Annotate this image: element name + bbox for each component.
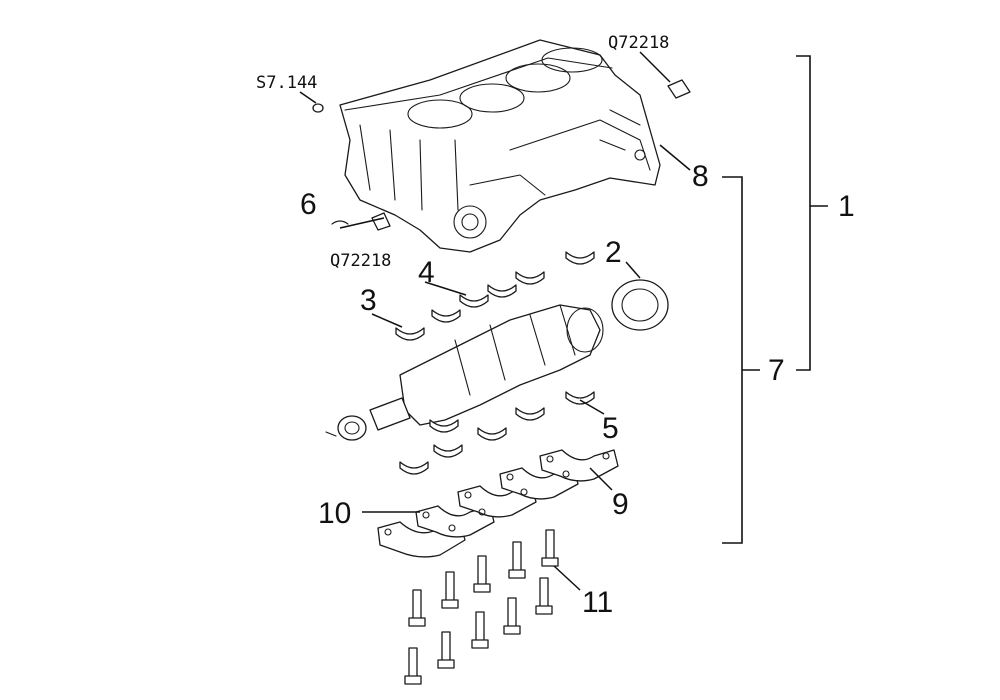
- bolt: [535, 577, 553, 615]
- callout-2: 2: [605, 236, 622, 269]
- main-bearing-caps: [377, 449, 619, 558]
- callout-6: 6: [300, 188, 317, 221]
- upper-bearing-shells: [395, 251, 595, 341]
- callout-3: 3: [360, 284, 377, 317]
- bracket-assembly-7: [722, 176, 760, 544]
- callout-4: 4: [418, 256, 435, 289]
- cylinder-block: [339, 39, 661, 253]
- crankshaft-sprocket: [337, 415, 367, 441]
- lower-bearing-shells: [399, 391, 595, 475]
- ref-q72218-left: Q72218: [330, 251, 391, 271]
- bolt: [437, 631, 455, 669]
- bolt: [473, 555, 491, 593]
- rear-oil-seal: [611, 279, 669, 331]
- bolt: [404, 647, 422, 685]
- callout-1: 1: [838, 190, 855, 223]
- ref-s7-144: S7.144: [256, 73, 317, 93]
- callout-7: 7: [768, 354, 785, 387]
- plug-left: [371, 212, 391, 231]
- bolt: [541, 529, 559, 567]
- callout-5: 5: [602, 412, 619, 445]
- dowel-pin-top: [312, 103, 324, 113]
- callout-8: 8: [692, 160, 709, 193]
- bracket-assembly-1: [796, 55, 828, 371]
- callout-10: 10: [318, 497, 351, 530]
- callout-11: 11: [582, 586, 613, 619]
- thrust-washer: [331, 220, 349, 225]
- plug-top: [667, 79, 691, 99]
- woodruff-key: [325, 431, 337, 437]
- bolt: [471, 611, 489, 649]
- bolt: [408, 589, 426, 627]
- main-bearing-bolts: [404, 529, 559, 685]
- callout-9: 9: [612, 488, 629, 521]
- ref-q72218-top: Q72218: [608, 33, 669, 53]
- bolt: [503, 597, 521, 635]
- leader-lines: [299, 51, 691, 591]
- bolt: [508, 541, 526, 579]
- crankshaft: [325, 304, 604, 441]
- bolt: [441, 571, 459, 609]
